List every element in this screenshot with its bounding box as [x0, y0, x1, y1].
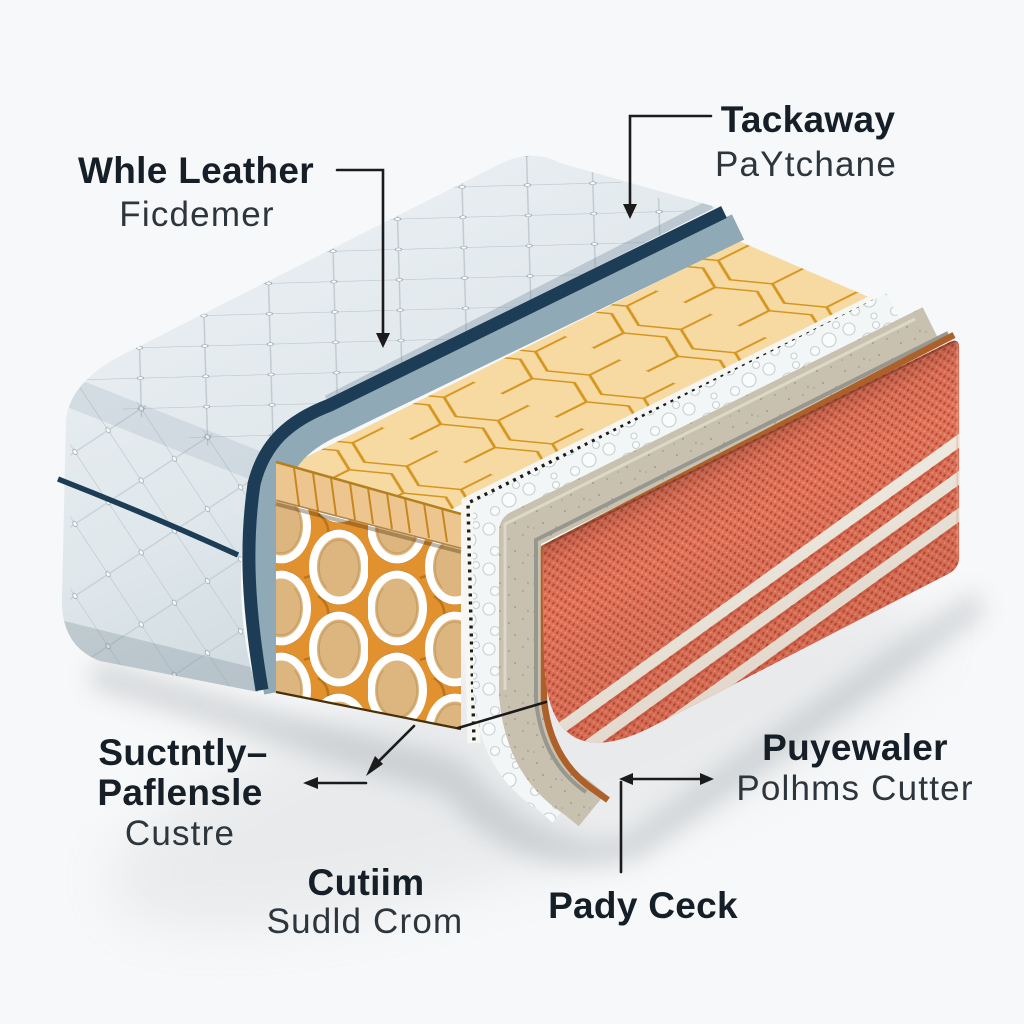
pocket-coil-layer	[275, 501, 462, 731]
label-puyewaler-title: Puyewaler	[762, 727, 948, 768]
arrowhead-down-icon	[623, 204, 637, 219]
navy-piping	[242, 206, 745, 695]
piping-band	[251, 214, 745, 695]
base-band	[499, 307, 956, 827]
cover-seam-line	[56, 476, 240, 558]
arrowhead-left-icon	[619, 773, 633, 785]
leader-cutiim	[456, 700, 548, 730]
annotation-tackaway: Tackaway PaYtchane	[623, 99, 897, 219]
label-whle-leather-title: Whle Leather	[78, 150, 314, 191]
label-cutiim-title: Cutiim	[308, 862, 425, 903]
annotation-puyewaler: Puyewaler Polhms Cutter	[619, 727, 973, 808]
label-puyewaler-subtitle: Polhms Cutter	[736, 769, 973, 808]
leader-whle-leather	[335, 168, 385, 338]
arrowhead-down-icon	[376, 333, 390, 348]
label-pady-ceck-title: Pady Ceck	[548, 885, 738, 926]
label-tackaway-title: Tackaway	[721, 99, 896, 140]
annotation-pady-ceck: Pady Ceck	[548, 780, 738, 926]
label-tackaway-subtitle: PaYtchane	[715, 145, 897, 184]
label-suctntly-title2: Paflensle	[97, 772, 262, 813]
annotation-whle-leather: Whle Leather Ficdemer	[78, 150, 390, 348]
leader-tackaway	[628, 114, 713, 209]
arrowhead-diagonal-icon	[366, 756, 383, 776]
label-whle-leather-subtitle: Ficdemer	[119, 195, 274, 234]
copper-trim	[540, 332, 956, 803]
knit-side-panel-texture	[542, 337, 960, 782]
honeycomb-layer	[277, 241, 874, 530]
arrowhead-right-icon	[700, 773, 714, 785]
annotation-cutiim: Cutiim Sudld Crom	[267, 700, 548, 941]
leader-suctntly-diagonal	[376, 724, 416, 764]
label-suctntly-subtitle: Custre	[125, 814, 235, 853]
arrowhead-left-icon	[303, 777, 318, 789]
label-suctntly-title: Suctntly–	[98, 732, 267, 773]
annotation-suctntly: Suctntly– Paflensle Custre	[97, 724, 416, 853]
label-cutiim-subtitle: Sudld Crom	[267, 902, 464, 941]
